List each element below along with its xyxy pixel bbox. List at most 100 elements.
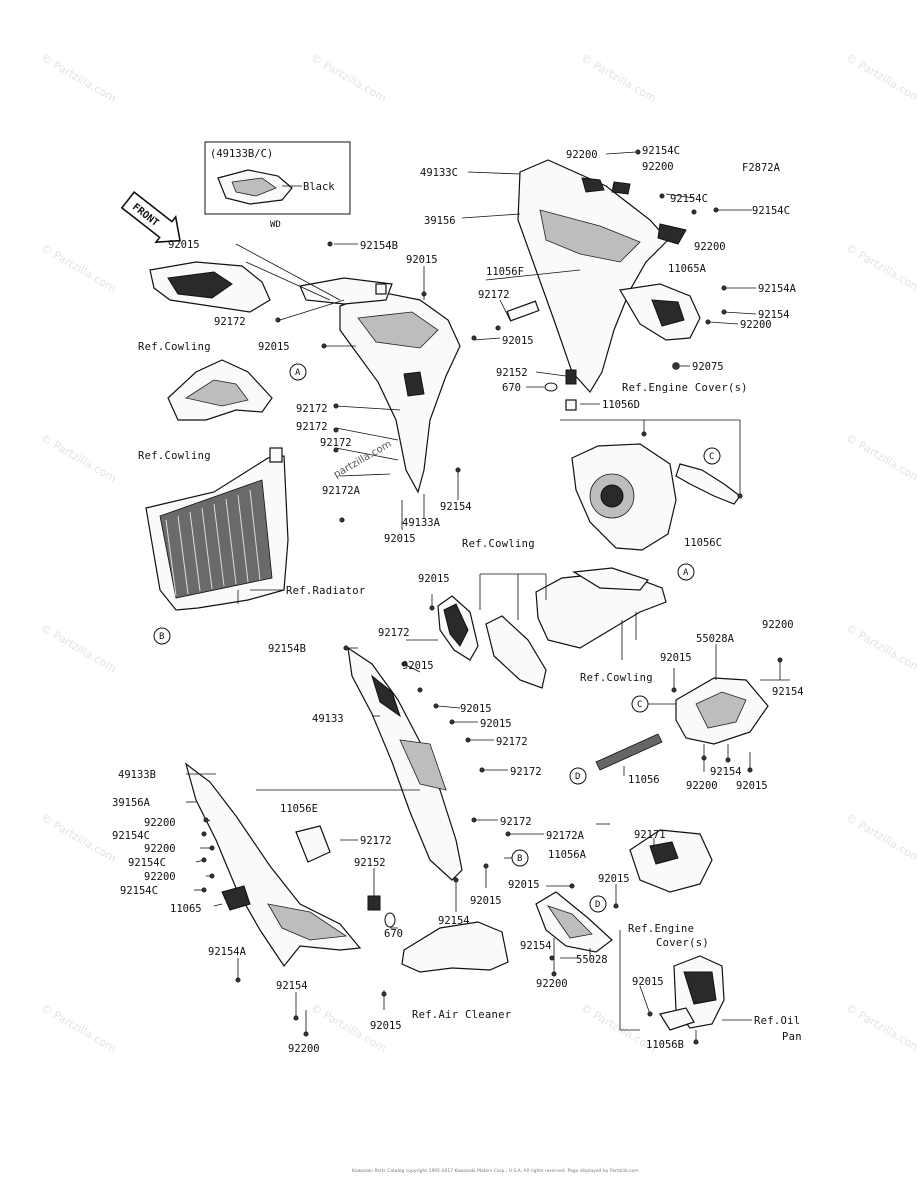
duct-11065	[221, 885, 251, 911]
part-label: 92172	[478, 289, 510, 301]
callout-B-2	[511, 849, 529, 867]
part-label: 92172	[496, 736, 528, 748]
middle-cowl-49133	[347, 646, 463, 881]
part-label: 92154	[758, 309, 790, 321]
color-inset: (49133B/C) Black WD	[204, 141, 351, 230]
part-label: 92172	[296, 403, 328, 415]
radiator	[145, 447, 289, 611]
part-label: 92015	[470, 895, 502, 907]
part-label: 92200	[686, 780, 718, 792]
part-label: 92152	[354, 857, 386, 869]
radiator-cap	[269, 447, 283, 463]
part-label: 92200	[144, 817, 176, 829]
watermark-8: © Partzilla.com	[844, 431, 917, 485]
inner-cowl-shade	[357, 311, 439, 349]
watermark-13: © Partzilla.com	[39, 1001, 119, 1055]
ref-cowling-label-1: Ref.Cowling	[138, 341, 211, 353]
callout-D-1-text: D	[575, 772, 580, 782]
ref-cowling-lower-1-dark	[443, 603, 469, 647]
part-label: 92154	[710, 766, 742, 778]
inset-title: (49133B/C)	[210, 148, 273, 160]
ref-oil-pan-dark	[683, 971, 717, 1005]
part-label: 49133B	[118, 769, 156, 781]
copyright-notice: Kawasaki Parts Catalog copyright 1995-20…	[352, 1168, 639, 1174]
part-label: 92015	[632, 976, 664, 988]
stay-11056D	[565, 399, 577, 411]
part-label: 92152	[496, 367, 528, 379]
part-label: 11056A	[548, 849, 587, 861]
grommet-92152-upper	[565, 369, 577, 385]
callout-D-1	[569, 767, 587, 785]
part-label: 92015	[660, 652, 692, 664]
part-label: 92154C	[112, 830, 150, 842]
part-label: 92154B	[360, 240, 398, 252]
radiator-core	[159, 479, 273, 599]
part-label: 92015	[258, 341, 290, 353]
part-label: 39156	[424, 215, 456, 227]
leader-lines	[186, 151, 790, 1040]
part-label: 92154	[438, 915, 470, 927]
part-label: 11065	[170, 903, 202, 915]
callout-B-1-text: B	[159, 632, 164, 642]
part-label: 11056D	[602, 399, 640, 411]
part-label: 92154B	[268, 643, 306, 655]
duct-11065A	[657, 223, 687, 245]
part-label: 49133C	[420, 167, 458, 179]
part-label: 92172A	[322, 485, 361, 497]
watermark-11: © Partzilla.com	[39, 811, 119, 865]
part-label: 92015	[480, 718, 512, 730]
ref-air-cleaner-part	[401, 921, 509, 973]
part-label: 49133	[312, 713, 344, 725]
stay-11056E	[295, 825, 331, 863]
part-label: 11056C	[684, 537, 722, 549]
callout-A-1	[289, 363, 307, 381]
collar-670-lower	[384, 912, 396, 928]
part-label: 92200	[694, 241, 726, 253]
ref-cowling-mid-left-shade	[184, 379, 249, 407]
part-label: 92154	[440, 501, 472, 513]
middle-cowl-shade	[399, 739, 447, 791]
part-label: 55028A	[696, 633, 735, 645]
callouts: A C B A C D B D	[153, 363, 721, 913]
inset-color: Black	[303, 181, 335, 193]
fastener-markers	[201, 149, 783, 1045]
grommet-92152-lower	[367, 895, 381, 911]
part-label: 92172	[500, 816, 532, 828]
callout-A-1-text: A	[295, 368, 301, 378]
watermark-3: © Partzilla.com	[579, 51, 659, 105]
watermark-12: © Partzilla.com	[844, 811, 917, 865]
part-label: 92172	[214, 316, 246, 328]
part-label: 92015	[598, 873, 630, 885]
part-label: 92200	[740, 319, 772, 331]
part-label: 92154	[276, 980, 308, 992]
part-label: 92015	[370, 1020, 402, 1032]
ref-cowling-lower-3-top	[572, 567, 650, 591]
watermark-10: © Partzilla.com	[844, 621, 917, 675]
part-label: 92200	[536, 978, 568, 990]
ref-cowling-upper-left-dark	[167, 271, 233, 299]
part-label: 92172	[320, 437, 352, 449]
part-label: 92200	[144, 843, 176, 855]
engine-cover-upper	[571, 443, 741, 551]
watermark-2: © Partzilla.com	[309, 51, 389, 105]
lower-cowl-49133B	[184, 762, 362, 968]
inner-cowl-bracket	[403, 371, 425, 397]
watermark-9: © Partzilla.com	[39, 621, 119, 675]
middle-cowl-dark	[371, 674, 401, 718]
part-label: 92015	[508, 879, 540, 891]
ref-engine-cover-label-2b: Cover(s)	[656, 937, 709, 949]
inset-variant: WD	[270, 220, 281, 230]
part-label: 11056E	[280, 803, 318, 815]
upper-cowl-panel	[539, 209, 641, 263]
part-label: 92200	[762, 619, 794, 631]
part-label: 92015	[384, 533, 416, 545]
part-label: 92154C	[642, 145, 680, 157]
callout-C-1	[703, 447, 721, 465]
part-label: 92172A	[546, 830, 585, 842]
part-label: 92154C	[752, 205, 790, 217]
part-label: 11056F	[486, 266, 524, 278]
part-label: 92015	[736, 780, 768, 792]
part-label: 11056	[628, 774, 660, 786]
part-label: 92154C	[128, 857, 166, 869]
